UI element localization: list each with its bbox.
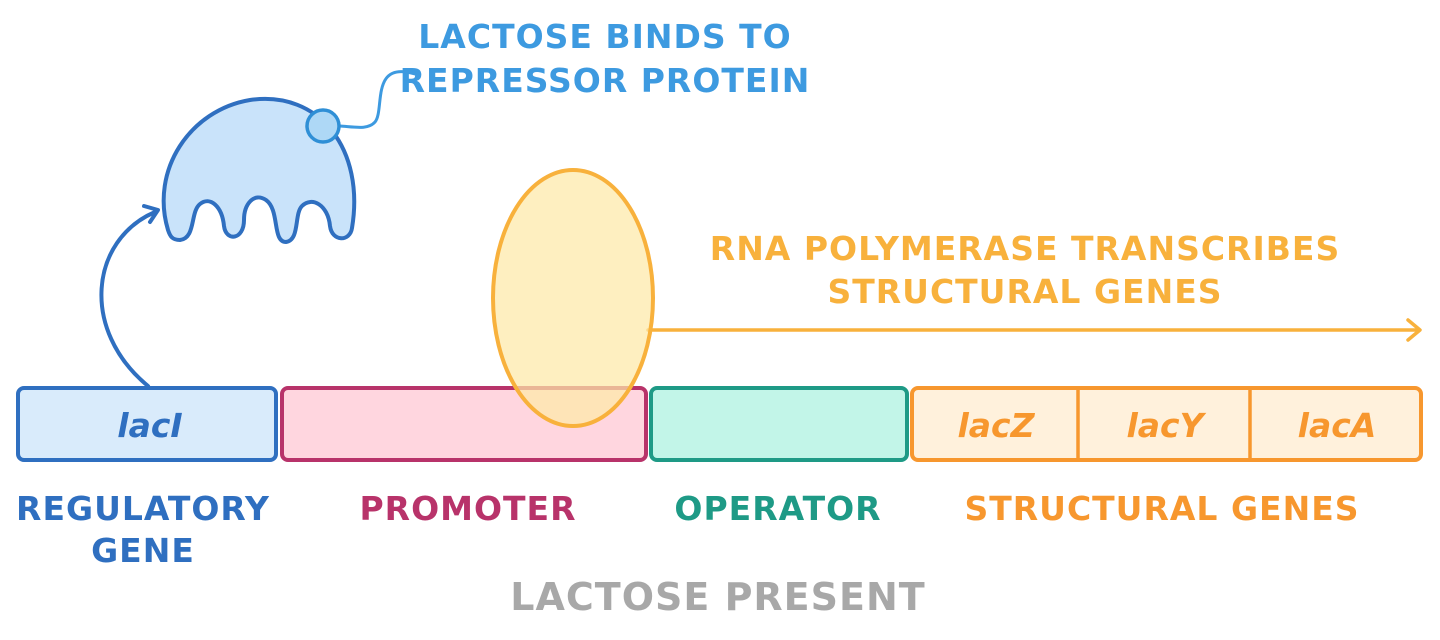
- expression-arrow: [99, 210, 157, 388]
- regulatory-label-line1: REGULATORY: [16, 489, 270, 528]
- operator-label: OPERATOR: [674, 489, 881, 528]
- structural-genes-box: lacZ lacY lacA: [910, 386, 1423, 462]
- repressor-label-line1: LACTOSE BINDS TO: [418, 17, 791, 56]
- structural-genes-label: STRUCTURAL GENES: [964, 489, 1359, 528]
- polymerase-label-line2: STRUCTURAL GENES: [827, 272, 1222, 311]
- caption: LACTOSE PRESENT: [510, 575, 925, 619]
- repressor-label-line2: REPRESSOR PROTEIN: [400, 61, 811, 100]
- lactose-molecule: [305, 108, 341, 144]
- gene-lacY: lacY: [1126, 406, 1206, 445]
- expression-arrow-head: [142, 204, 160, 224]
- gene-lacA: lacA: [1298, 406, 1377, 445]
- rna-polymerase: [491, 168, 655, 428]
- transcription-arrow-head: [1406, 318, 1422, 342]
- repressor-leader-line: [338, 70, 417, 129]
- regulatory-gene-box: lacI: [16, 386, 278, 462]
- promoter-label: PROMOTER: [359, 489, 576, 528]
- polymerase-label-line1: RNA POLYMERASE TRANSCRIBES: [710, 229, 1340, 268]
- gene-lacI: lacI: [117, 406, 182, 445]
- gene-lacZ: lacZ: [957, 406, 1035, 445]
- operator-box: [649, 386, 909, 462]
- repressor-protein: [161, 96, 357, 244]
- regulatory-label-line2: GENE: [91, 531, 195, 570]
